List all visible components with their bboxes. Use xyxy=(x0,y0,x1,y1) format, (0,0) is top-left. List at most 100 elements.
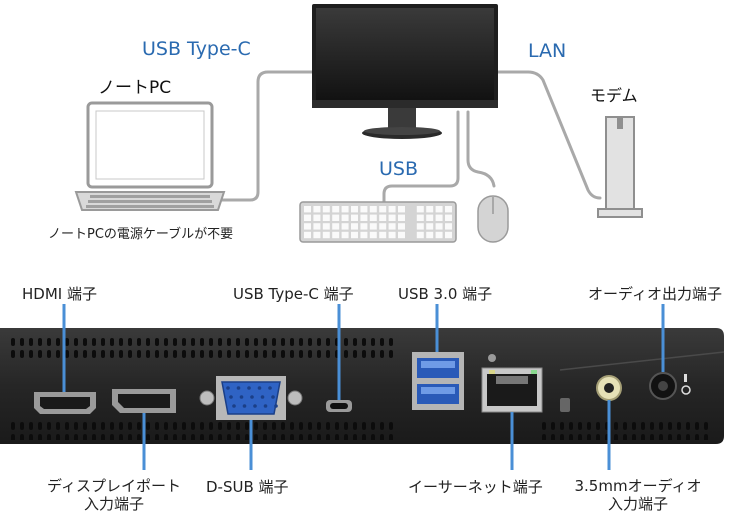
key-icon xyxy=(360,223,368,230)
key-icon xyxy=(435,214,443,221)
key-icon xyxy=(332,223,340,230)
dsub-pin-icon xyxy=(242,404,247,408)
modem-icon xyxy=(597,116,643,218)
key-icon xyxy=(369,206,377,213)
key-icon xyxy=(416,231,424,239)
key-icon xyxy=(379,223,387,230)
key-icon xyxy=(341,206,349,213)
key-icon xyxy=(388,214,396,221)
key-icon xyxy=(426,214,434,221)
key-icon xyxy=(360,206,368,213)
audio-in-label: 3.5mmオーディオ 入力端子 xyxy=(560,477,716,513)
notebook-pc-label: ノートPC xyxy=(98,78,172,98)
usb-type-c-label: USB Type-C xyxy=(142,38,251,60)
key-icon xyxy=(332,214,340,221)
key-icon xyxy=(313,214,321,221)
key-icon xyxy=(416,214,424,221)
key-icon xyxy=(304,231,311,239)
dsub-pin-icon xyxy=(239,395,244,399)
key-icon xyxy=(351,206,358,213)
usb-c-cable xyxy=(216,70,314,202)
key-icon xyxy=(388,206,396,213)
key-icon xyxy=(435,231,443,239)
key-icon xyxy=(445,231,452,239)
key-icon xyxy=(398,206,405,213)
key-icon xyxy=(369,214,377,221)
dsub-pin-icon xyxy=(274,404,278,408)
key-icon xyxy=(322,214,330,221)
key-icon xyxy=(426,231,434,239)
dsub-pin-icon xyxy=(226,386,230,390)
key-icon xyxy=(416,206,424,213)
dsub-pin-icon xyxy=(250,395,254,399)
key-icon xyxy=(388,223,396,230)
usb-label: USB xyxy=(379,158,419,180)
key-icon xyxy=(341,223,349,230)
key-icon xyxy=(426,206,434,213)
dsub-pin-icon xyxy=(236,386,241,390)
dsub-pin-icon xyxy=(271,395,275,399)
key-icon xyxy=(445,214,452,221)
keyboard-icon xyxy=(299,201,457,243)
rear-panel xyxy=(0,328,725,444)
key-icon xyxy=(304,206,311,213)
usb-type-c-port-label: USB Type-C 端子 xyxy=(233,285,354,303)
usb30-label: USB 3.0 端子 xyxy=(398,285,493,303)
key-icon xyxy=(379,214,387,221)
key-icon xyxy=(379,231,387,239)
key-icon xyxy=(313,223,321,230)
key-icon xyxy=(322,206,330,213)
dsub-pin-icon xyxy=(253,404,257,408)
key-icon xyxy=(341,214,349,221)
key-icon xyxy=(351,223,358,230)
mouse-cable xyxy=(466,110,496,188)
key-icon xyxy=(398,223,405,230)
key-icon xyxy=(388,231,396,239)
audio-out-label: オーディオ出力端子 xyxy=(588,285,722,303)
key-icon xyxy=(435,223,443,230)
usb30-port-icon xyxy=(412,352,496,410)
key-icon xyxy=(304,223,311,230)
key-icon xyxy=(416,223,424,230)
displayport-label-line2: 入力端子 xyxy=(83,495,144,513)
displayport-label-line1: ディスプレイポート xyxy=(47,477,181,495)
hdmi-label: HDMI 端子 xyxy=(22,285,97,303)
laptop-icon xyxy=(74,101,226,211)
no-power-cable-label: ノートPCの電源ケーブルが不要 xyxy=(48,227,234,242)
dsub-port-icon xyxy=(199,376,303,420)
key-icon xyxy=(369,231,377,239)
audio-out-port-icon xyxy=(649,372,691,400)
usb-c-port-icon xyxy=(326,400,352,412)
key-icon xyxy=(379,206,387,213)
dsub-pin-icon xyxy=(260,395,265,399)
key-icon xyxy=(445,223,452,230)
key-icon xyxy=(445,206,452,213)
key-icon xyxy=(360,214,368,221)
key-icon xyxy=(304,214,311,221)
key-icon xyxy=(398,214,405,221)
audio-in-label-line1: 3.5mmオーディオ xyxy=(574,477,702,495)
audio-in-port-icon xyxy=(596,375,622,401)
monitor xyxy=(312,4,498,139)
audio-in-label-line2: 入力端子 xyxy=(607,495,668,513)
dsub-pin-icon xyxy=(247,386,251,390)
key-icon xyxy=(322,223,330,230)
displayport-label: ディスプレイポート 入力端子 xyxy=(26,477,202,513)
displayport-port-icon xyxy=(112,389,176,413)
key-icon xyxy=(351,231,358,239)
lan-cable xyxy=(496,70,602,200)
modem-label: モデム xyxy=(590,86,638,105)
dsub-pin-icon xyxy=(263,404,268,408)
key-icon xyxy=(313,206,321,213)
lock-slot-icon xyxy=(560,398,570,412)
ethernet-port-icon xyxy=(481,367,543,413)
key-icon xyxy=(341,231,349,239)
key-icon xyxy=(351,214,358,221)
hdmi-port-icon xyxy=(34,392,96,414)
lan-label: LAN xyxy=(528,40,567,62)
key-icon xyxy=(426,223,434,230)
key-icon xyxy=(313,231,321,239)
key-icon xyxy=(398,231,405,239)
key-icon xyxy=(322,231,330,239)
